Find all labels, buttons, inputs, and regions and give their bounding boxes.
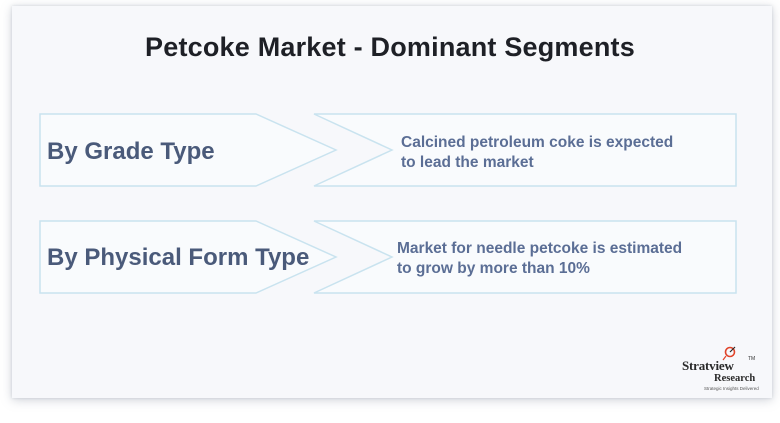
segment-2-label-arrow bbox=[39, 220, 338, 294]
segment-1-desc-chevron bbox=[313, 113, 737, 187]
logo-research: Research bbox=[714, 373, 756, 384]
segment-1-label-arrow bbox=[39, 113, 338, 187]
stratview-logo: Stratview TM Research Strategic Insights… bbox=[682, 346, 764, 392]
logo-tagline: Strategic Insights Delivered bbox=[704, 386, 759, 391]
logo-mark-icon bbox=[722, 346, 736, 361]
segment-2-desc-chevron bbox=[313, 220, 737, 294]
logo-name: Stratview bbox=[682, 358, 734, 373]
slide-card bbox=[12, 6, 772, 398]
logo-trademark: TM bbox=[748, 356, 756, 362]
segment-2-desc-line-1: Market for needle petcoke is estimated bbox=[397, 240, 683, 257]
segment-2-description: Market for needle petcoke is estimated t… bbox=[397, 239, 682, 279]
segment-2-label: By Physical Form Type bbox=[47, 244, 310, 271]
segment-1-desc-line-2: to lead the market bbox=[401, 154, 534, 171]
segment-1-description: Calcined petroleum coke is expected to l… bbox=[401, 133, 673, 173]
segment-2-desc-line-2: to grow by more than 10% bbox=[397, 260, 590, 277]
page-title: Petcoke Market - Dominant Segments bbox=[145, 32, 635, 62]
segment-1-label: By Grade Type bbox=[47, 138, 215, 165]
segment-1-desc-line-1: Calcined petroleum coke is expected bbox=[401, 134, 674, 151]
